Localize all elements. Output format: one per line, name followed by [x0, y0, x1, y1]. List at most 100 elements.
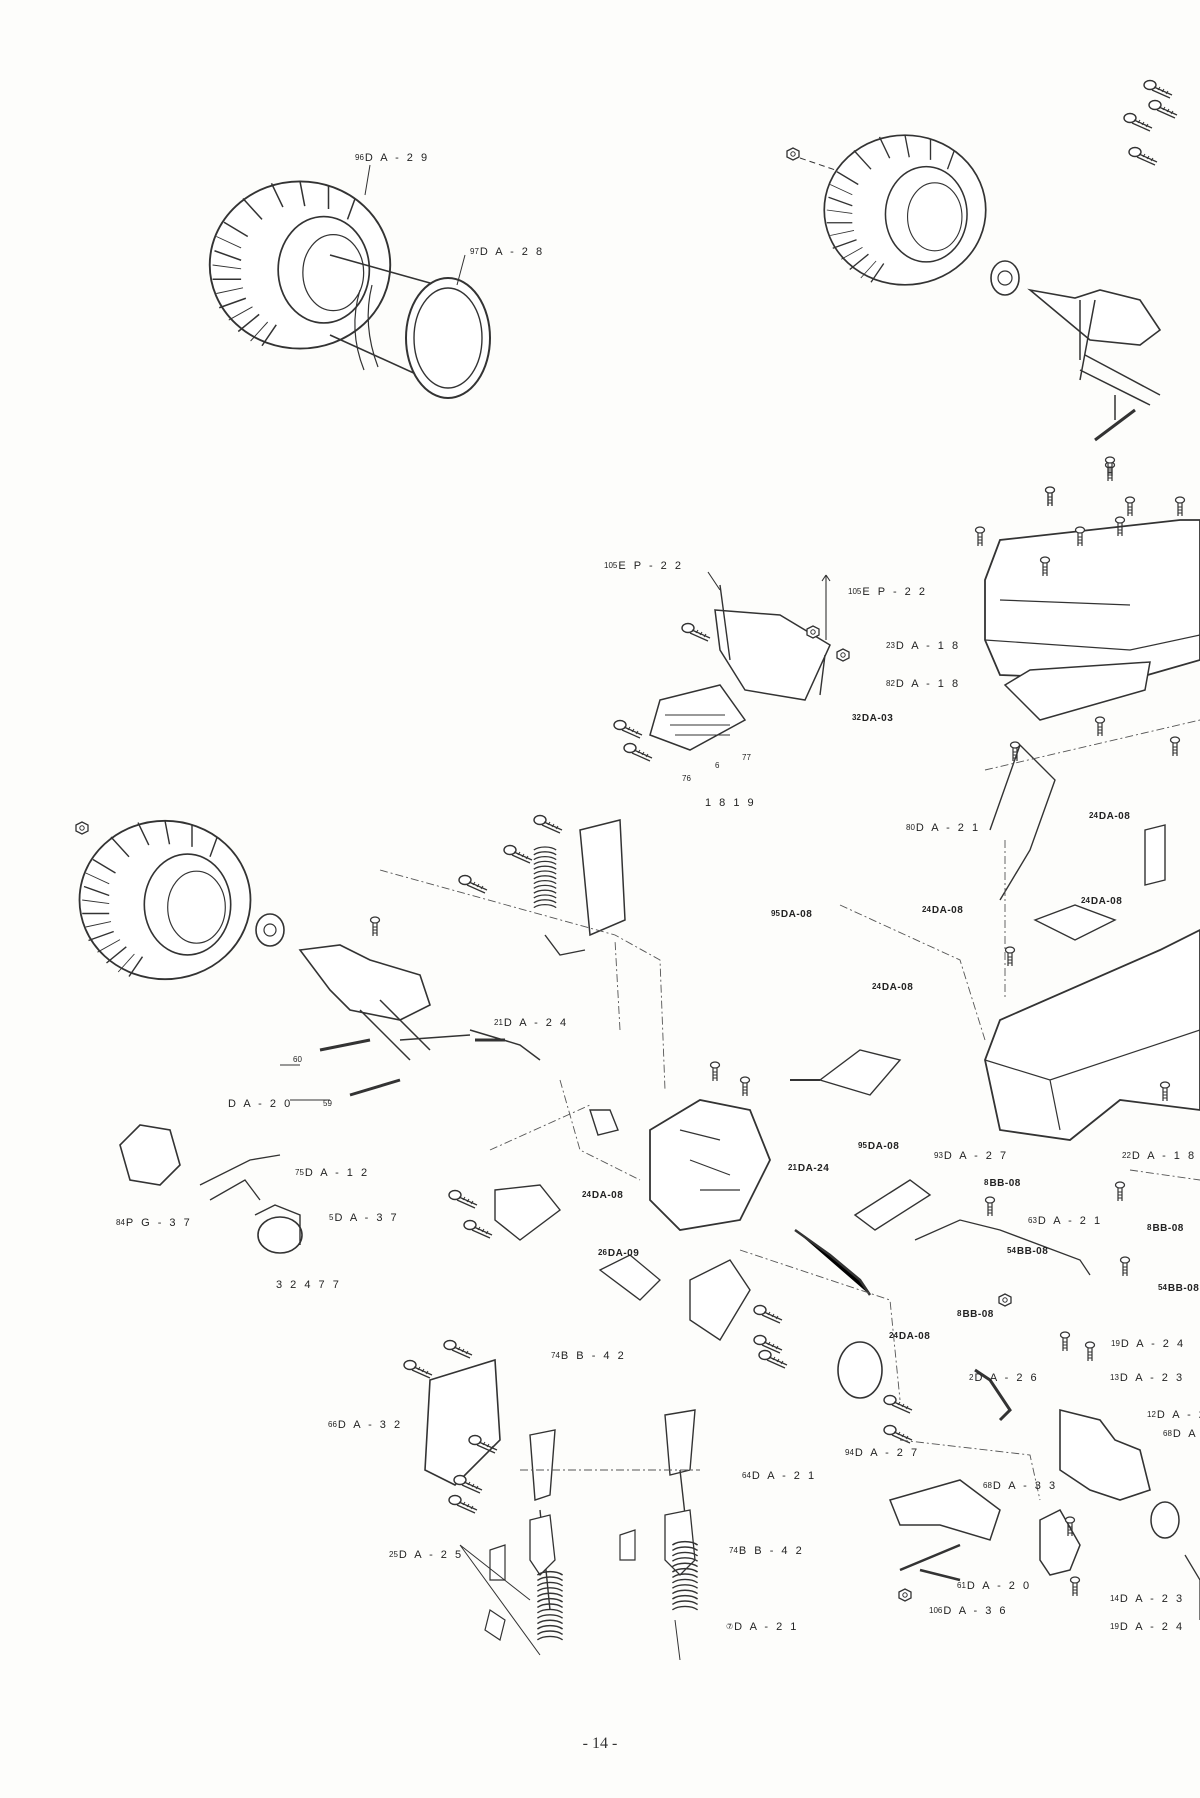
part-number: 97 — [470, 247, 479, 256]
part-code: DA-08 — [780, 909, 813, 920]
part-number: 12 — [1147, 1410, 1156, 1419]
center-linkage-parts — [448, 1184, 913, 1444]
part-number: 94 — [845, 1448, 854, 1457]
part-number: 60 — [293, 1055, 302, 1064]
part-label: 74B B - 4 2 — [729, 1545, 804, 1557]
part-number: 95 — [771, 909, 780, 918]
part-number: 24 — [1081, 896, 1090, 905]
part-code: D A - 2 4 — [1120, 1338, 1186, 1350]
part-label: 21DA-24 — [788, 1162, 829, 1175]
part-number: 74 — [551, 1351, 560, 1360]
part-label: 63D A - 2 1 — [1028, 1215, 1103, 1227]
part-label: 80D A - 2 1 — [906, 822, 981, 834]
part-number: 8 — [1147, 1223, 1152, 1232]
part-number: 14 — [1110, 1594, 1119, 1603]
part-code: P G - 3 7 — [125, 1217, 193, 1229]
part-code: BB-08 — [962, 1309, 994, 1320]
part-code: D A - 3 3 — [992, 1480, 1058, 1492]
part-number: 66 — [328, 1420, 337, 1429]
part-code: B B - 4 2 — [738, 1545, 805, 1557]
part-label: 32DA-03 — [852, 712, 893, 725]
part-label: 64D A - 2 1 — [742, 1470, 817, 1482]
tire-assembly-top-left — [208, 164, 491, 399]
switch-mount-assembly — [613, 571, 850, 762]
part-label: 8BB-08 — [1147, 1222, 1184, 1235]
part-code: DA-09 — [607, 1248, 640, 1259]
part-number: 21 — [788, 1163, 797, 1172]
part-number: 24 — [872, 982, 881, 991]
part-number: 82 — [886, 679, 895, 688]
part-code: D A - 2 7 — [854, 1447, 920, 1459]
part-number: 74 — [729, 1546, 738, 1555]
part-number: 24 — [889, 1331, 898, 1340]
part-label: 66D A - 3 2 — [328, 1419, 403, 1431]
part-label: 23D A - 1 8 — [886, 640, 961, 652]
part-number: 54 — [1158, 1283, 1167, 1292]
part-label: 54BB-08 — [1007, 1245, 1048, 1258]
part-code: D A - 1 8 — [895, 678, 961, 690]
part-number: 93 — [934, 1151, 943, 1160]
part-code: BB-08 — [989, 1178, 1021, 1189]
part-label: 84P G - 3 7 — [116, 1217, 192, 1229]
part-number: 24 — [582, 1190, 591, 1199]
part-label: 25D A - 2 5 — [389, 1549, 464, 1561]
part-code: D A - 2 4 — [503, 1017, 569, 1029]
part-code: D A - 2 0 — [966, 1580, 1032, 1592]
part-label: 8BB-08 — [984, 1177, 1021, 1190]
part-label: 26DA-09 — [598, 1247, 639, 1260]
part-number: 75 — [295, 1168, 304, 1177]
part-number: 2 — [969, 1373, 974, 1382]
part-code: DA-08 — [1090, 896, 1123, 907]
part-number: 61 — [957, 1581, 966, 1590]
part-label: D A - 2 0 — [228, 1098, 293, 1110]
part-number: 23 — [886, 641, 895, 650]
part-code: BB-08 — [1016, 1246, 1049, 1257]
part-label: 24DA-08 — [922, 904, 963, 917]
part-code: DA-08 — [867, 1141, 900, 1152]
part-number: 80 — [906, 823, 915, 832]
part-label: 68D A — [1163, 1428, 1198, 1440]
part-label: 95DA-08 — [771, 908, 812, 921]
part-label: 93D A - 2 7 — [934, 1150, 1009, 1162]
tire-assembly-left — [75, 819, 471, 1101]
part-label: 95DA-08 — [858, 1140, 899, 1153]
assembly-guide-lines — [379, 719, 1200, 1501]
rear-upright-assembly — [888, 1331, 1200, 1620]
part-code: D A - 1 8 — [1131, 1150, 1197, 1162]
part-label: 12D A - 2 — [1147, 1409, 1200, 1421]
part-number: 63 — [1028, 1216, 1037, 1225]
shock-tower-assembly — [369, 814, 626, 956]
part-label: 60 — [293, 1054, 303, 1066]
part-label: 24DA-08 — [1089, 810, 1130, 823]
part-label: 105E P - 2 2 — [604, 560, 683, 572]
part-number: 95 — [858, 1141, 867, 1150]
part-code: D A - 2 1 — [915, 822, 981, 834]
part-code: D A - 2 5 — [398, 1549, 464, 1561]
part-label: 54BB-08 — [1158, 1282, 1199, 1295]
part-number: ⑦ — [726, 1622, 734, 1631]
part-label: 8BB-08 — [957, 1308, 994, 1321]
part-code: 1 8 1 9 — [705, 797, 757, 809]
part-code: DA-08 — [1098, 811, 1131, 822]
part-number: 13 — [1110, 1373, 1119, 1382]
part-code: E P - 2 2 — [618, 560, 684, 572]
part-number: 19 — [1110, 1622, 1119, 1631]
part-label: 1 8 1 9 — [705, 797, 756, 809]
part-code: D A - 3 6 — [943, 1605, 1009, 1617]
part-code: DA-08 — [591, 1190, 624, 1201]
part-label: 76 — [682, 773, 692, 785]
part-label: 105E P - 2 2 — [848, 586, 927, 598]
part-label: 61D A - 2 0 — [957, 1580, 1032, 1592]
part-code: D A — [1172, 1428, 1199, 1440]
chassis-main-frame — [984, 743, 1200, 1141]
part-number: 6 — [715, 761, 720, 770]
part-code: D A - 2 — [1156, 1409, 1200, 1421]
part-code: D A - 2 4 — [1119, 1621, 1185, 1633]
part-label: 106D A - 3 6 — [929, 1605, 1008, 1617]
part-code: DA-03 — [861, 713, 894, 724]
part-label: 13D A - 2 3 — [1110, 1372, 1185, 1384]
part-number: 77 — [742, 753, 751, 762]
part-number: 105 — [848, 587, 862, 596]
part-label: 19D A - 2 4 — [1110, 1621, 1185, 1633]
